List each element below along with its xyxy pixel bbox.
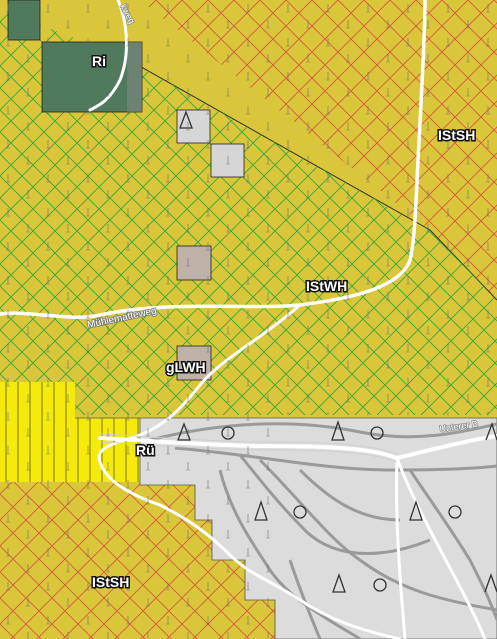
zone-label-istsh-top: IStSH	[438, 127, 475, 143]
bush-symbol	[293, 505, 307, 519]
zone-label-istwh: IStWH	[306, 278, 347, 294]
road-southeast[interactable]	[395, 456, 487, 639]
tree-symbol	[409, 499, 423, 521]
bush-symbol	[373, 578, 387, 592]
bush-symbol	[448, 505, 462, 519]
zone-label-glwh: gLWH	[166, 359, 206, 375]
zone-label-ri: Ri	[92, 53, 106, 69]
tree-symbol	[484, 573, 497, 593]
zone-label-istsh-bottom: IStSH	[92, 574, 129, 590]
road-unterer-b[interactable]	[395, 434, 497, 460]
road-south[interactable]	[395, 456, 407, 639]
bush-symbol	[370, 426, 384, 440]
tree-symbol	[331, 419, 345, 441]
tree-symbol	[332, 573, 346, 593]
tree-symbol	[485, 421, 497, 441]
zone-label-rue: Rü	[136, 442, 155, 458]
